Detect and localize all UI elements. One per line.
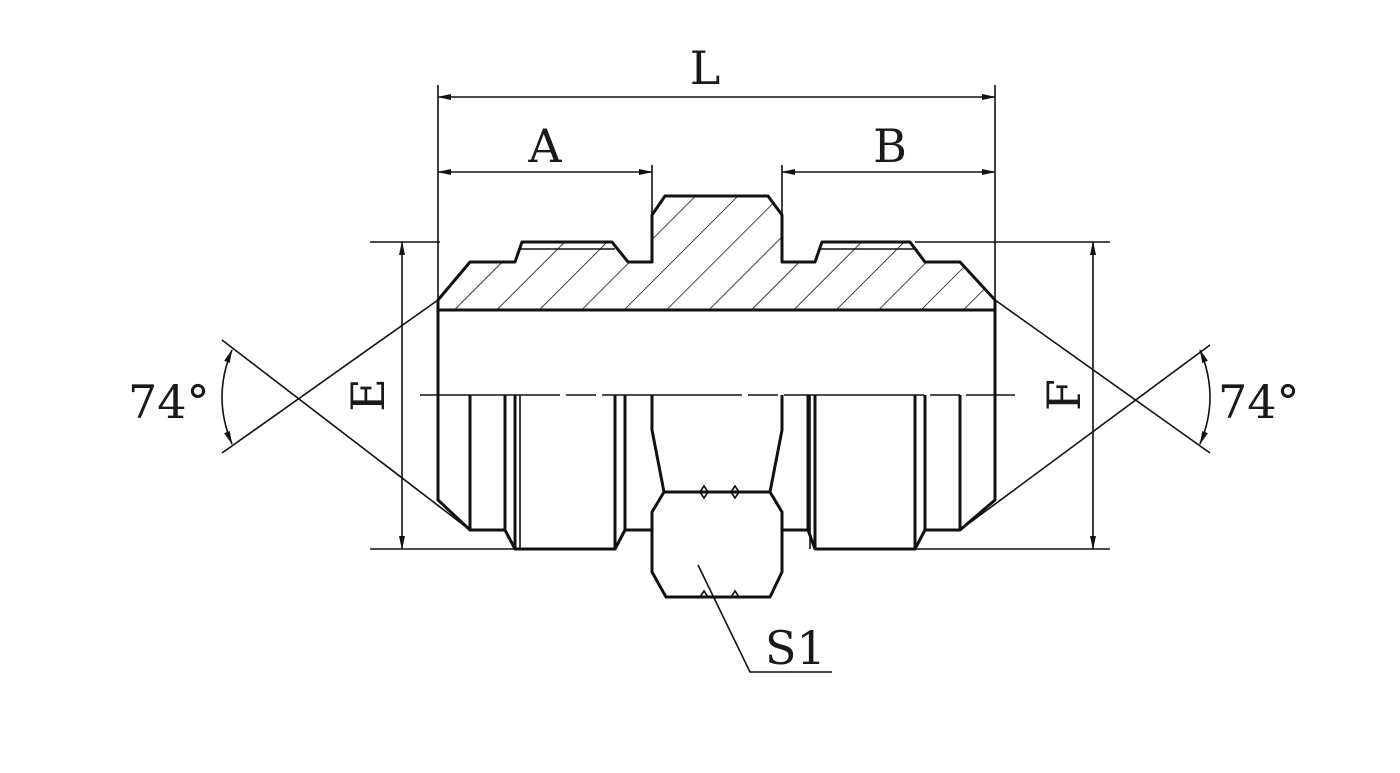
s1-leader [697, 564, 832, 673]
label-B: B [873, 119, 907, 173]
exterior-outline [436, 395, 997, 551]
angle-arc-right [1199, 349, 1211, 445]
hex-outline [650, 395, 784, 599]
section-view [436, 194, 997, 395]
thread-lines [468, 395, 962, 549]
label-F: F [1037, 379, 1091, 411]
label-angle-right: 74° [1218, 375, 1300, 429]
label-E: E [341, 378, 395, 412]
bore-ends [436, 310, 997, 395]
exterior-view [436, 395, 997, 599]
dimension-lines [221, 85, 1211, 673]
label-angle-left: 74° [128, 375, 210, 429]
thread-minor-lines [519, 395, 811, 549]
angle-lines-left [221, 299, 471, 531]
label-S1: S1 [765, 621, 826, 675]
angle-arc-left [221, 349, 233, 445]
hex-edge-marks [699, 484, 740, 598]
label-L: L [690, 41, 721, 95]
angle-lines-right [959, 299, 1211, 531]
label-A: A [527, 119, 562, 173]
